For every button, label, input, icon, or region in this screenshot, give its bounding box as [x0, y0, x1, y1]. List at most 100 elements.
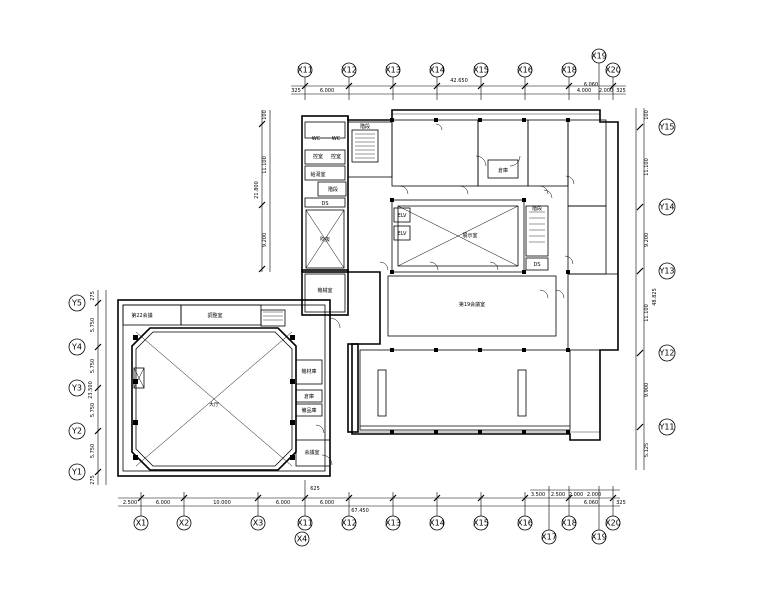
room-elv-2: ELV: [398, 231, 407, 237]
room-storage-1: 倉庫: [304, 393, 314, 400]
dim-left-2: 5.750: [90, 318, 96, 332]
grid-bubble-bottom-13: X19: [591, 529, 607, 545]
svg-text:Y13: Y13: [658, 267, 674, 276]
dim-bottom-8: 2.500: [551, 492, 565, 498]
room-meeting-22: 第22会議: [131, 312, 152, 319]
grid-bubble-bottom-11: X17: [541, 529, 557, 545]
svg-text:X4: X4: [297, 535, 308, 544]
top-grid-axis: X11 X12 X13 X14 X15 X16 X18 X19: [291, 48, 626, 100]
dim-right-6: 9.900: [644, 383, 650, 397]
room-stair-1: 階段: [328, 186, 338, 193]
room-equipment: 機材庫: [301, 368, 316, 375]
svg-text:Y4: Y4: [71, 343, 82, 352]
svg-text:Y15: Y15: [658, 123, 674, 132]
room-machine: 機械室: [317, 287, 332, 294]
grid-bubble-left-1: Y5: [68, 294, 86, 312]
dim-right-7: 5.125: [644, 443, 650, 457]
dim-bottom-6: 6.000: [320, 500, 334, 506]
main-block: 倉庫 展示室 ELV ELV 階段 DS 第19会議室: [347, 109, 619, 441]
room-stair-3: 階段: [532, 205, 542, 212]
grid-bubble-bottom-4: X11: [297, 515, 313, 531]
svg-text:X13: X13: [385, 519, 401, 528]
dim-bottom-11: 6.060: [584, 500, 598, 506]
grid-bubble-bottom-9: X15: [473, 515, 489, 531]
grid-bubble-right-2: Y14: [658, 198, 676, 216]
grid-bubble-right-4: Y12: [658, 344, 676, 362]
grid-bubble-bottom-3: X3: [250, 515, 266, 531]
svg-text:X14: X14: [429, 66, 445, 75]
right-grid-axis: 100 11.100 9.200 48.825 11.100 9.900 5.1…: [635, 108, 676, 470]
svg-text:X18: X18: [561, 519, 577, 528]
svg-text:X1: X1: [136, 519, 147, 528]
dim-top-2: 6.000: [320, 88, 334, 94]
svg-text:X13: X13: [385, 66, 401, 75]
grid-bubble-top-8: X19: [591, 48, 607, 64]
dim-bottom-7: 3.500: [531, 492, 545, 498]
dim-bottom-9: 2.000: [569, 492, 583, 498]
room-ds-2: DS: [533, 262, 540, 268]
room-pantry: 給湯室: [310, 171, 325, 178]
svg-text:X12: X12: [341, 66, 357, 75]
svg-text:X17: X17: [541, 533, 557, 542]
room-wc-1: WC: [312, 136, 321, 142]
room-bottom: 会議室: [304, 449, 319, 456]
dim-right-5: 11.100: [644, 304, 650, 322]
svg-text:X11: X11: [297, 519, 313, 528]
grid-bubble-bottom-12: X18: [561, 515, 577, 531]
dim-right-4: 48.825: [652, 288, 658, 306]
grid-bubble-top-6: X16: [517, 62, 533, 78]
room-elv-1: ELV: [398, 213, 407, 219]
room-control: 調整室: [207, 312, 222, 319]
dim-top-6: 325: [616, 88, 626, 94]
dim-top-total: 42.650: [450, 78, 468, 84]
svg-text:X3: X3: [253, 519, 264, 528]
grid-bubble-bottom-7: X13: [385, 515, 401, 531]
left-grid-axis: 275 5.750 5.750 23.500 5.750 5.750 275 1…: [68, 110, 271, 485]
grid-bubble-top-7: X18: [561, 62, 577, 78]
grid-bubble-right-1: Y15: [658, 118, 676, 136]
svg-text:Y14: Y14: [658, 203, 674, 212]
svg-text:X19: X19: [591, 52, 607, 61]
dim-left-7: 275: [90, 475, 96, 485]
svg-text:X2: X2: [179, 519, 190, 528]
dim-left-1: 275: [90, 291, 96, 301]
grid-bubble-right-5: Y11: [658, 418, 676, 436]
grid-bubble-top-4: X14: [429, 62, 445, 78]
grid-bubble-bottom-8: X14: [429, 515, 445, 531]
room-main-hall: 大厅: [209, 401, 219, 408]
dim-top-3: 4.000: [577, 88, 591, 94]
dim-left-3: 5.750: [90, 359, 96, 373]
dim-bottom-10: 2.000: [587, 492, 601, 498]
svg-text:X16: X16: [517, 519, 533, 528]
svg-text:X12: X12: [341, 519, 357, 528]
dim-top-1: 325: [291, 88, 301, 94]
dim-right-1: 100: [644, 110, 650, 120]
svg-text:X15: X15: [473, 66, 489, 75]
room-upper-main: 展示室: [462, 232, 477, 239]
svg-text:X19: X19: [591, 533, 607, 542]
svg-text:Y5: Y5: [71, 299, 82, 308]
svg-text:Y1: Y1: [71, 468, 82, 477]
bottom-grid-axis: 67.450 2.500 6.000 10.000 6.000 625 6.00…: [118, 480, 626, 547]
grid-bubble-top-2: X12: [341, 62, 357, 78]
grid-bubble-left-4: Y2: [68, 422, 86, 440]
dim-top-5: 6.060: [584, 82, 598, 88]
room-side-2: 控室: [331, 153, 341, 160]
grid-bubble-left-5: Y1: [68, 463, 86, 481]
dim-left-4: 23.500: [88, 381, 94, 399]
room-small-upper: 倉庫: [498, 167, 508, 174]
room-stair-2: 階段: [360, 123, 370, 130]
grid-bubble-left-3: Y3: [68, 379, 86, 397]
svg-text:X16: X16: [517, 66, 533, 75]
dim-left-5: 5.750: [90, 403, 96, 417]
dim-left-upper-1: 100: [262, 110, 268, 120]
grid-bubble-bottom-10: X16: [517, 515, 533, 531]
grid-bubble-bottom-5: X4: [294, 531, 310, 547]
room-storage-2: 備品庫: [301, 407, 316, 414]
dim-right-2: 11.100: [644, 158, 650, 176]
svg-text:X15: X15: [473, 519, 489, 528]
grid-bubble-top-1: X11: [297, 62, 313, 78]
dim-left-upper-3: 21.800: [254, 181, 260, 199]
room-upper-small: 第19会議室: [459, 301, 485, 308]
